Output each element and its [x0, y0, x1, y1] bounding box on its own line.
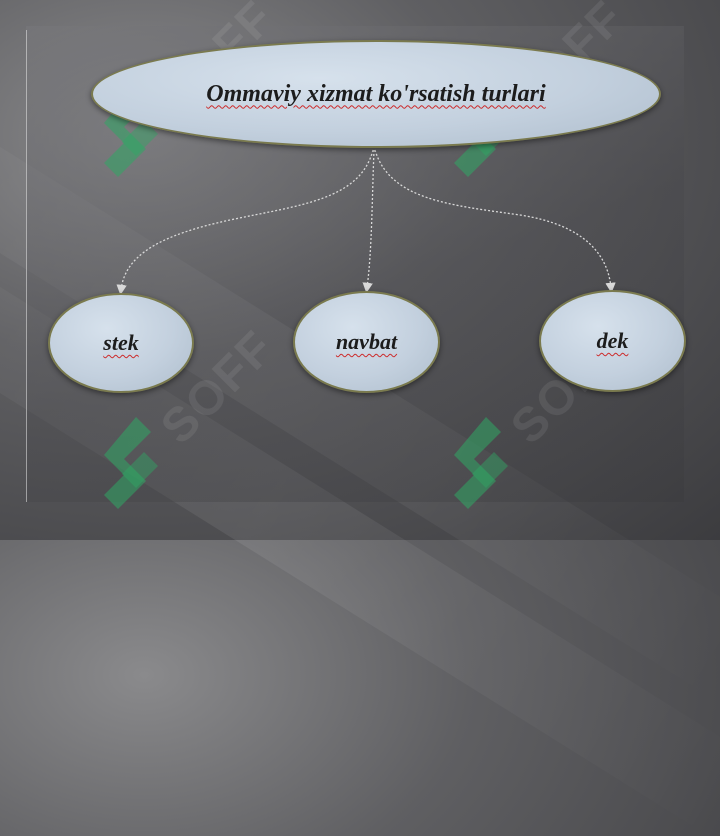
child-node-stek: stek	[48, 293, 194, 393]
connector-to-navbat	[362, 149, 375, 294]
child-node-label: dek	[596, 328, 629, 353]
child-node-label: stek	[103, 330, 139, 355]
child-node-dek: dek	[539, 290, 686, 392]
child-node-label: navbat	[335, 329, 398, 354]
connector-to-dek	[374, 149, 616, 294]
root-node: Ommaviy xizmat ko'rsatish turlari	[91, 40, 661, 148]
watermark-logo-icon	[454, 417, 508, 509]
connector-to-stek	[116, 149, 374, 296]
root-node-label: Ommaviy xizmat ko'rsatish turlari	[206, 80, 546, 107]
connector-lines	[116, 149, 616, 296]
child-node-navbat: navbat	[293, 291, 440, 393]
slide-panel-edge	[26, 30, 27, 502]
watermark-logo-icon	[104, 417, 158, 509]
